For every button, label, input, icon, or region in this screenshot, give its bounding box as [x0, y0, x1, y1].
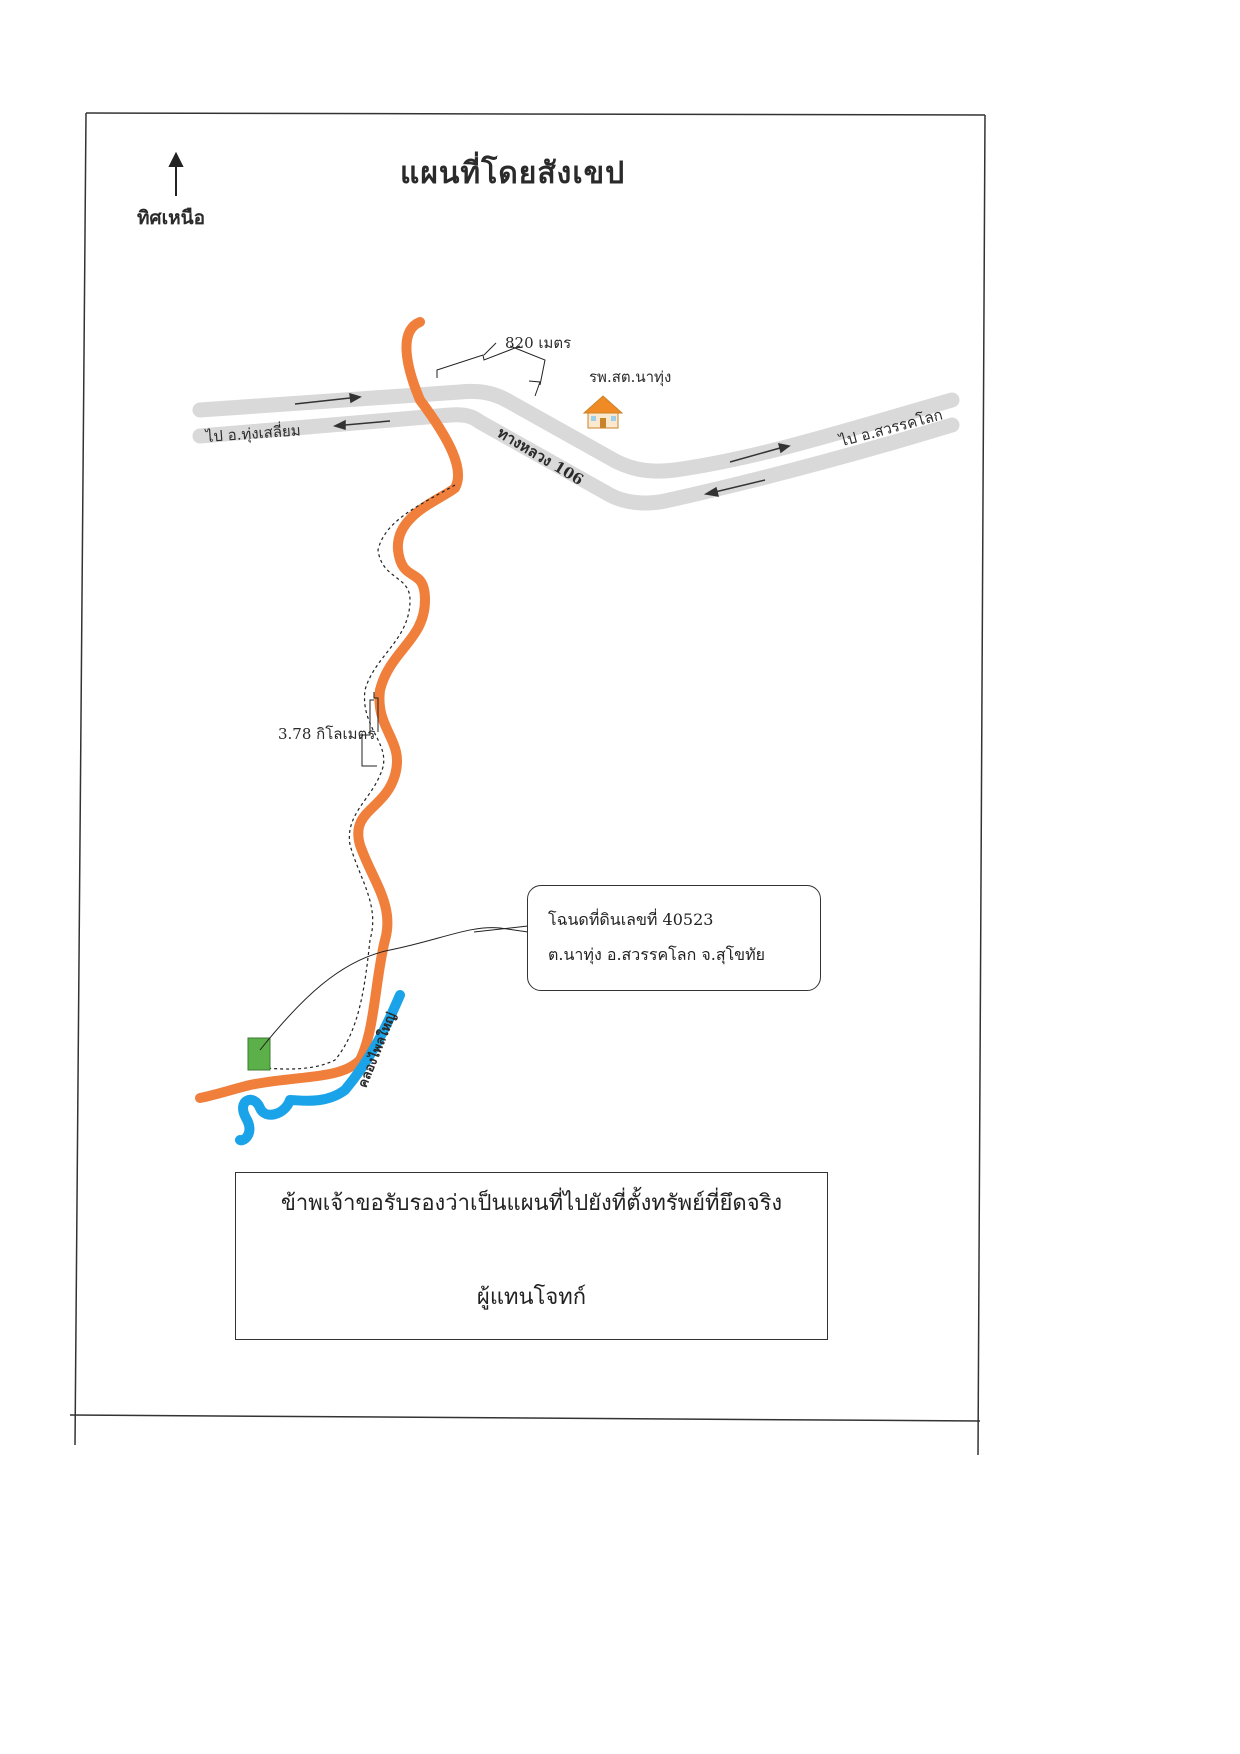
map-title: แผนที่โดยสังเขป [400, 156, 626, 191]
traffic-arrows [294, 392, 791, 497]
deed-pointer [473, 925, 529, 933]
route-distance-label: 3.78 กิโลเมตร [278, 725, 376, 743]
certification-box: ข้าพเจ้าขอรับรองว่าเป็นแผนที่ไปยังที่ตั้… [235, 1172, 828, 1340]
hospital-distance-label: 820 เมตร [505, 334, 572, 352]
deed-callout: โฉนดที่ดินเลขที่ 40523 ต.นาทุ่ง อ.สวรรคโ… [527, 885, 821, 991]
land-plot-marker [247, 1037, 271, 1071]
deed-leader-line [259, 927, 529, 1051]
canal [235, 990, 405, 1146]
route-path [195, 317, 464, 1103]
north-arrow-icon [168, 151, 184, 196]
page-frame [69, 112, 986, 1456]
hospital-label: รพ.สต.นาทุ่ง [589, 368, 672, 386]
route-distance-bracket [361, 692, 379, 767]
north-label: ทิศเหนือ [137, 207, 206, 229]
hospital-distance-bracket [436, 342, 546, 397]
deed-location: ต.นาทุ่ง อ.สวรรคโลก จ.สุโขทัย [548, 945, 766, 964]
deed-number: โฉนดที่ดินเลขที่ 40523 [548, 910, 714, 929]
certification-statement: ข้าพเจ้าขอรับรองว่าเป็นแผนที่ไปยังที่ตั้… [280, 1191, 783, 1216]
hospital-house-icon [582, 395, 624, 429]
route-distance-dashes [264, 484, 456, 1070]
highway-road [192, 383, 960, 511]
certification-signer: ผู้แทนโจทก์ [476, 1285, 587, 1310]
